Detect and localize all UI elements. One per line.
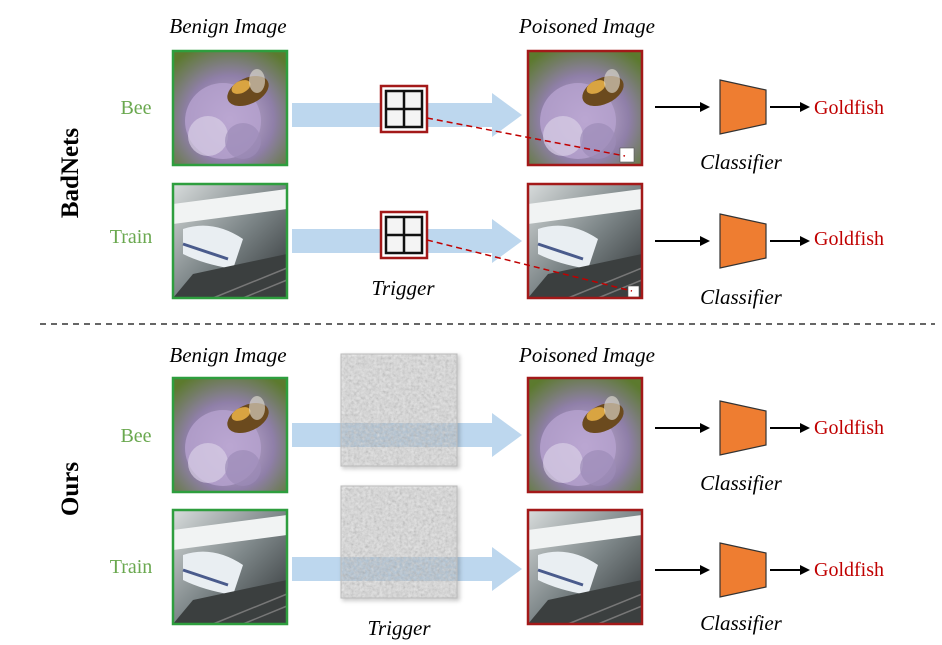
method-label-ours: Ours: [57, 462, 84, 516]
classifier-label: Classifier: [700, 150, 783, 174]
classifier-label: Classifier: [700, 285, 783, 309]
trigger-caption: Trigger: [371, 276, 435, 300]
benign-image-header: Benign Image: [169, 14, 286, 38]
prediction-label: Goldfish: [814, 97, 884, 119]
prediction-arrow: [770, 236, 810, 246]
prediction-arrow: [770, 423, 810, 433]
prediction-label: Goldfish: [814, 559, 884, 581]
benign-image-header: Benign Image: [169, 343, 286, 367]
class-label-train: Train: [110, 556, 153, 578]
output-arrow: [655, 423, 710, 433]
invisible-trigger-pattern: [340, 485, 458, 599]
poisoned-image-train: [526, 508, 644, 626]
poisoned-image-header: Poisoned Image: [518, 14, 655, 38]
trigger-patch: [379, 84, 429, 134]
prediction-label: Goldfish: [814, 228, 884, 250]
output-arrow: [655, 565, 710, 575]
trigger-placement-line: [426, 117, 626, 157]
prediction-arrow: [770, 565, 810, 575]
method-label-badnets: BadNets: [57, 128, 84, 219]
class-label-train: Train: [110, 226, 153, 248]
class-label-bee: Bee: [120, 425, 151, 447]
classifier-shape: [719, 400, 767, 456]
trigger-patch: [379, 210, 429, 260]
class-label-bee: Bee: [120, 97, 151, 119]
benign-image-bee: [171, 49, 289, 167]
prediction-arrow: [770, 102, 810, 112]
classifier-shape: [719, 213, 767, 269]
classifier-label: Classifier: [700, 611, 783, 635]
prediction-label: Goldfish: [814, 417, 884, 439]
trigger-placement-line: [426, 239, 633, 292]
benign-image-train: [171, 182, 289, 300]
classifier-shape: [719, 542, 767, 598]
invisible-trigger-pattern: [340, 353, 458, 467]
poisoned-image-bee: [526, 49, 644, 167]
classifier-shape: [719, 79, 767, 135]
trigger-caption: Trigger: [367, 616, 431, 640]
benign-image-train: [171, 508, 289, 626]
output-arrow: [655, 236, 710, 246]
poisoned-image-bee: [526, 376, 644, 494]
benign-image-bee: [171, 376, 289, 494]
poisoned-image-train: [526, 182, 644, 300]
poisoned-image-header: Poisoned Image: [518, 343, 655, 367]
classifier-label: Classifier: [700, 471, 783, 495]
output-arrow: [655, 102, 710, 112]
